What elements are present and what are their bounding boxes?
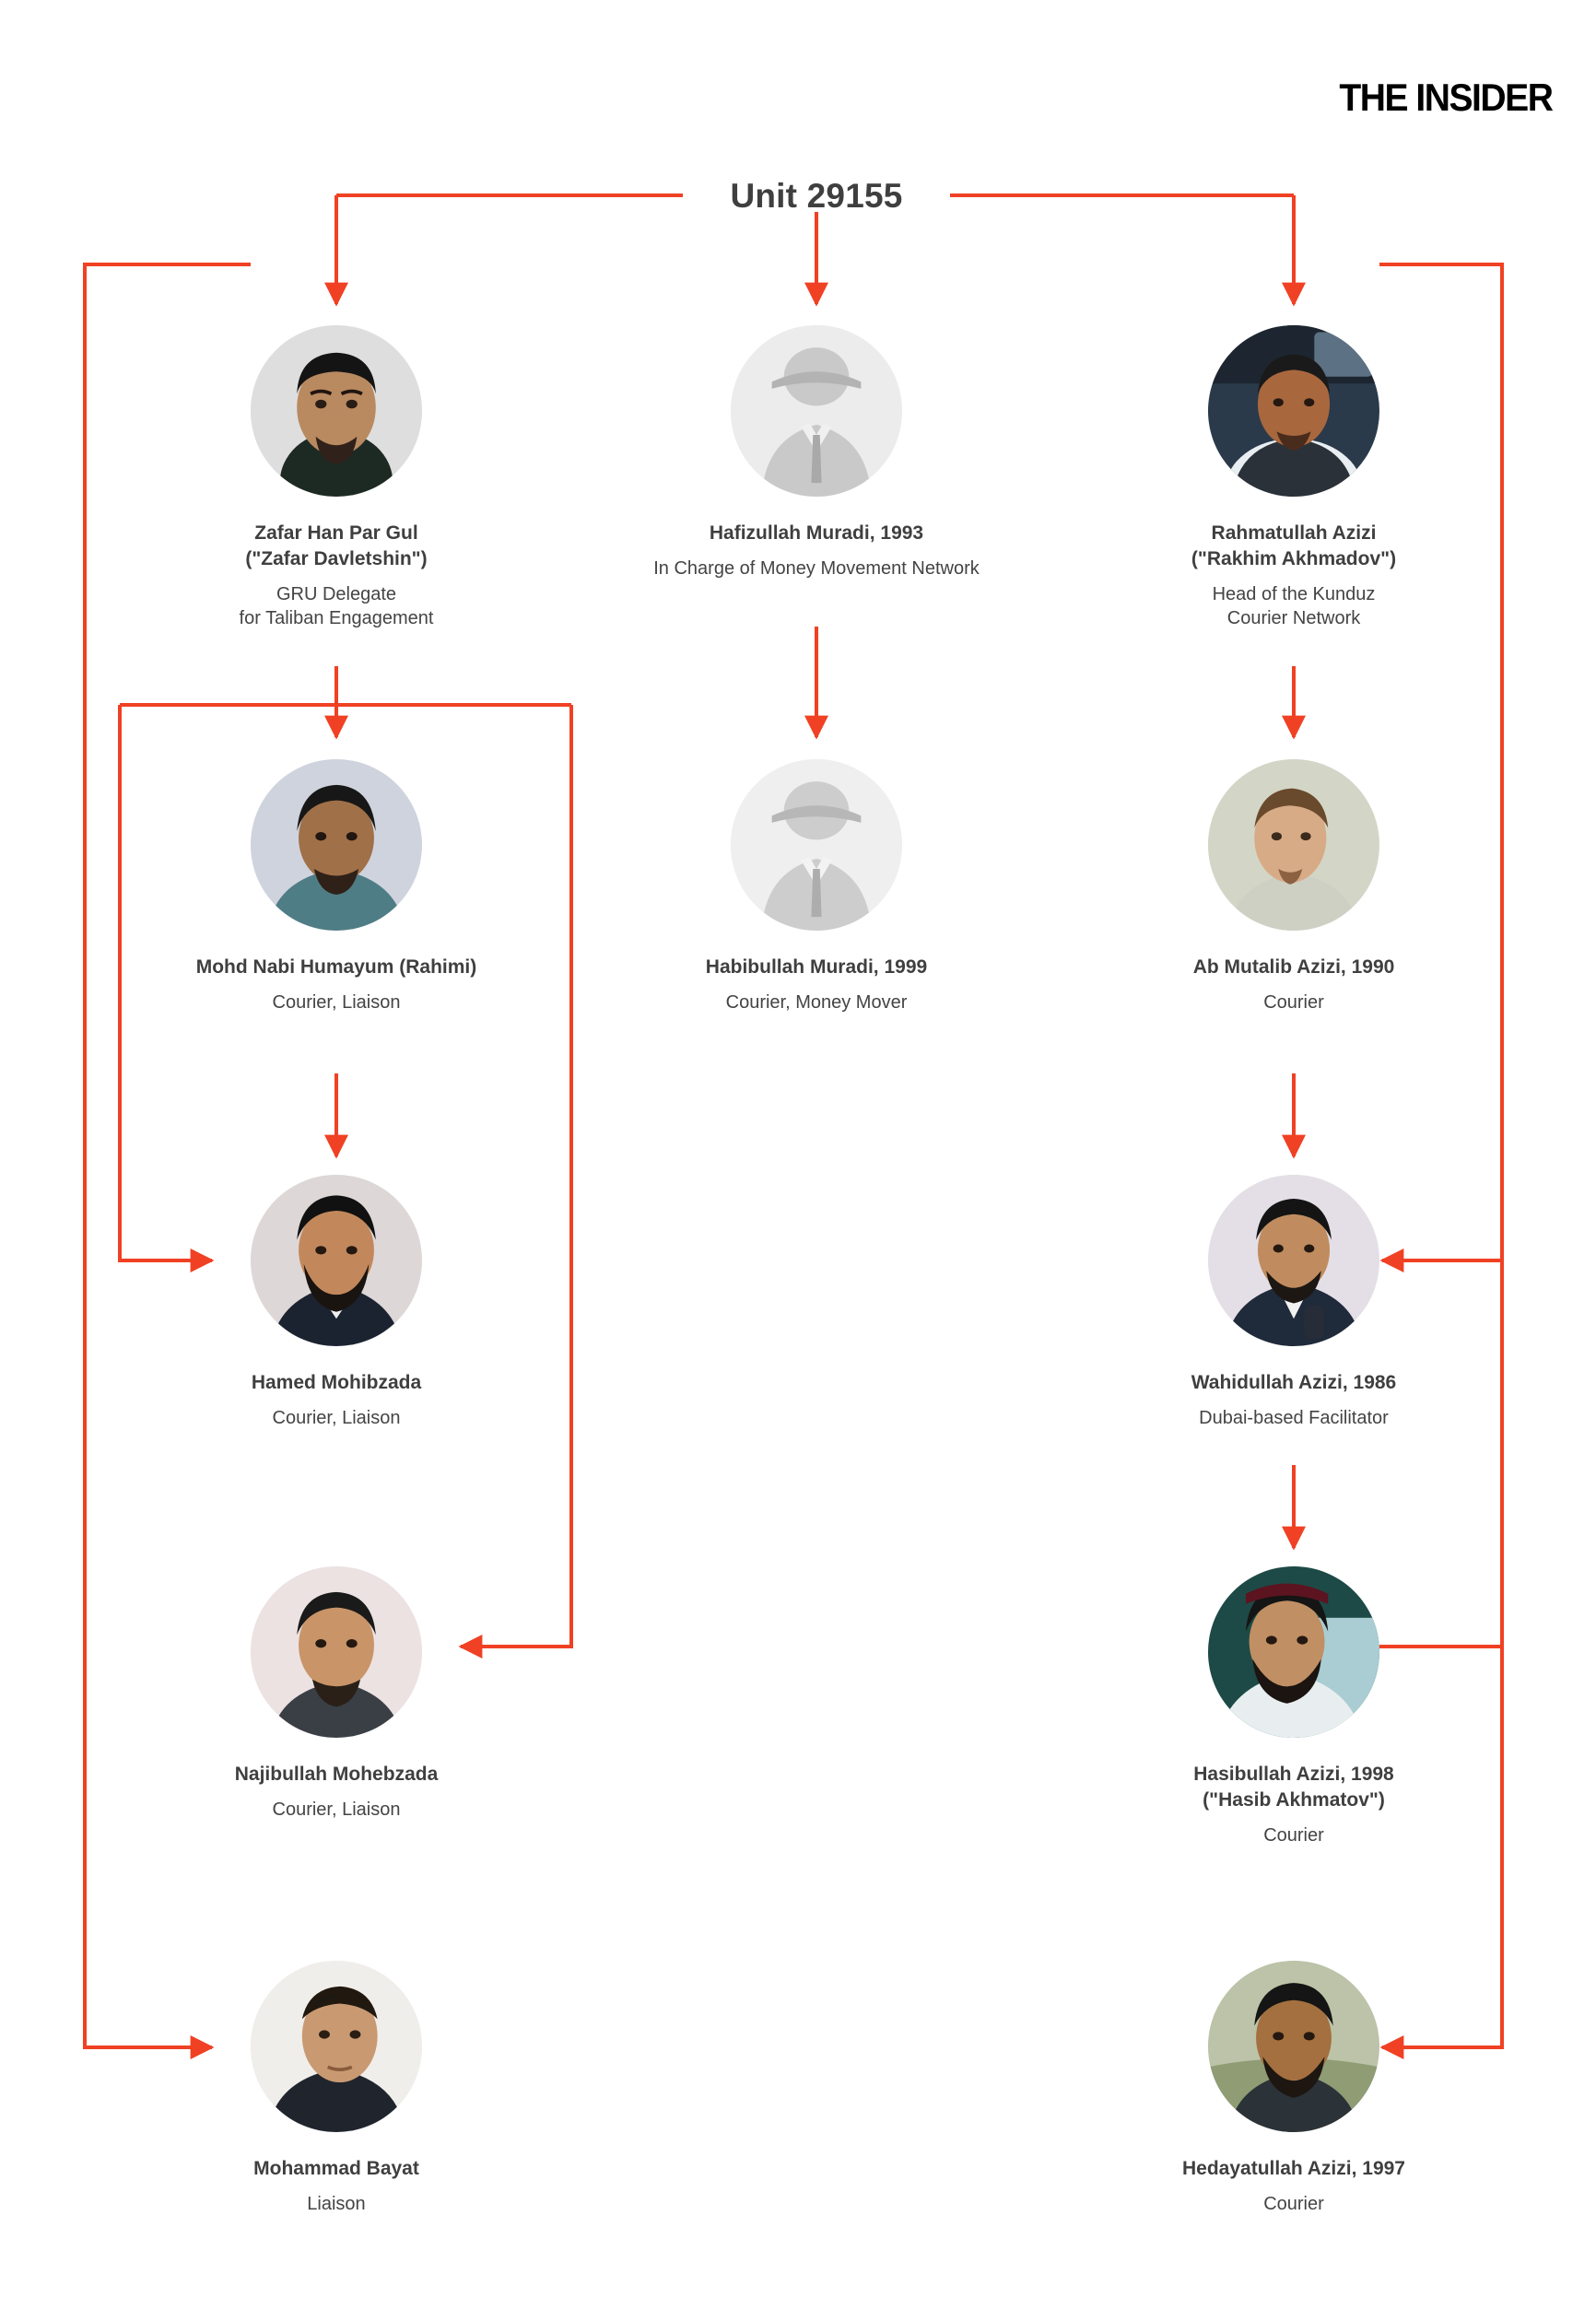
avatar-ab-mutalib-azizi [1208, 759, 1379, 931]
avatar-placeholder-habibullah-muradi [731, 759, 902, 931]
node-name: Ab Mutalib Azizi, 1990 [1192, 956, 1395, 978]
avatar-zafar-han-par-gul [251, 325, 422, 497]
node-ab-mutalib-azizi[interactable]: Ab Mutalib Azizi, 1990 Courier [1100, 759, 1487, 1015]
node-role: GRU Delegate for Taliban Engagement [239, 583, 434, 629]
node-hasibullah-azizi[interactable]: Hasibullah Azizi, 1998 ("Hasib Akhmatov"… [1100, 1566, 1487, 1847]
avatar-rahmatullah-azizi [1208, 325, 1379, 497]
node-habibullah-muradi[interactable]: Habibullah Muradi, 1999 Courier, Money M… [623, 759, 1010, 1015]
avatar-wahidullah-azizi [1208, 1175, 1379, 1346]
node-name: Hasibullah Azizi, 1998 ("Hasib Akhmatov"… [1193, 1764, 1394, 1811]
node-role: Head of the Kunduz Courier Network [1212, 583, 1376, 629]
node-wahidullah-azizi[interactable]: Wahidullah Azizi, 1986 Dubai-based Facil… [1100, 1175, 1487, 1431]
node-name: Mohd Nabi Humayum (Rahimi) [195, 956, 477, 978]
node-role: Courier, Money Mover [725, 991, 908, 1013]
avatar-najibullah-mohebzada [251, 1566, 422, 1738]
node-role: Liaison [307, 2193, 366, 2214]
node-mohd-nabi-humayum[interactable]: Mohd Nabi Humayum (Rahimi) Courier, Liai… [143, 759, 530, 1015]
node-hamed-mohibzada[interactable]: Hamed Mohibzada Courier, Liaison [143, 1175, 530, 1431]
node-name: Hamed Mohibzada [251, 1372, 422, 1393]
node-role: Courier [1263, 1824, 1324, 1846]
node-name: Hafizullah Muradi, 1993 [709, 522, 924, 544]
node-role: Courier [1263, 2193, 1324, 2214]
node-role: Dubai-based Facilitator [1199, 1407, 1389, 1428]
node-role: Courier [1263, 991, 1324, 1013]
node-name: Najibullah Mohebzada [234, 1764, 439, 1785]
node-name: Wahidullah Azizi, 1986 [1191, 1372, 1397, 1393]
the-insider-logo: THE INSIDER [1338, 76, 1554, 119]
page-title: Unit 29155 [730, 177, 903, 215]
node-role: Courier, Liaison [272, 991, 401, 1013]
node-hedayatullah-azizi[interactable]: Hedayatullah Azizi, 1997 Courier [1100, 1961, 1487, 2217]
node-name: Zafar Han Par Gul ("Zafar Davletshin") [245, 522, 428, 569]
avatar-placeholder-hafizullah-muradi [731, 325, 902, 497]
avatar-hamed-mohibzada [251, 1175, 422, 1346]
node-mohammad-bayat[interactable]: Mohammad Bayat Liaison [143, 1961, 530, 2217]
avatar-hedayatullah-azizi [1208, 1961, 1379, 2132]
node-najibullah-mohebzada[interactable]: Najibullah Mohebzada Courier, Liaison [143, 1566, 530, 1823]
avatar-hasibullah-azizi [1208, 1566, 1379, 1738]
node-name: Hedayatullah Azizi, 1997 [1182, 2158, 1405, 2179]
node-name: Rahmatullah Azizi ("Rakhim Akhmadov") [1191, 522, 1397, 569]
node-name: Mohammad Bayat [253, 2158, 419, 2179]
node-zafar-han-par-gul[interactable]: Zafar Han Par Gul ("Zafar Davletshin") G… [143, 325, 530, 631]
avatar-mohd-nabi-humayum [251, 759, 422, 931]
node-role: In Charge of Money Movement Network [653, 557, 980, 579]
node-role: Courier, Liaison [272, 1407, 401, 1428]
node-name: Habibullah Muradi, 1999 [705, 956, 928, 978]
node-hafizullah-muradi[interactable]: Hafizullah Muradi, 1993 In Charge of Mon… [623, 325, 1010, 581]
node-rahmatullah-azizi[interactable]: Rahmatullah Azizi ("Rakhim Akhmadov") He… [1100, 325, 1487, 631]
avatar-mohammad-bayat [251, 1961, 422, 2132]
node-role: Courier, Liaison [272, 1799, 401, 1820]
